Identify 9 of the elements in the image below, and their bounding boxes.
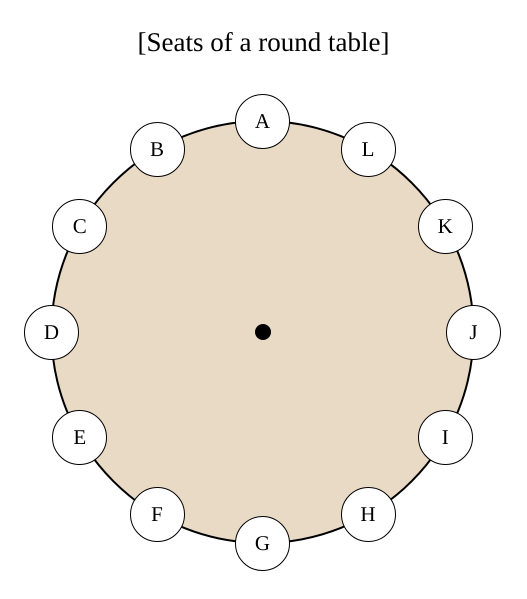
- seat: L: [340, 122, 396, 177]
- seat: A: [235, 94, 290, 148]
- seat: D: [24, 304, 79, 360]
- title: [Seats of a round table]: [138, 27, 390, 57]
- seat: J: [446, 304, 501, 360]
- seat: B: [130, 122, 184, 177]
- seat: F: [130, 487, 184, 542]
- seat: C: [52, 199, 108, 254]
- seat: E: [52, 410, 108, 465]
